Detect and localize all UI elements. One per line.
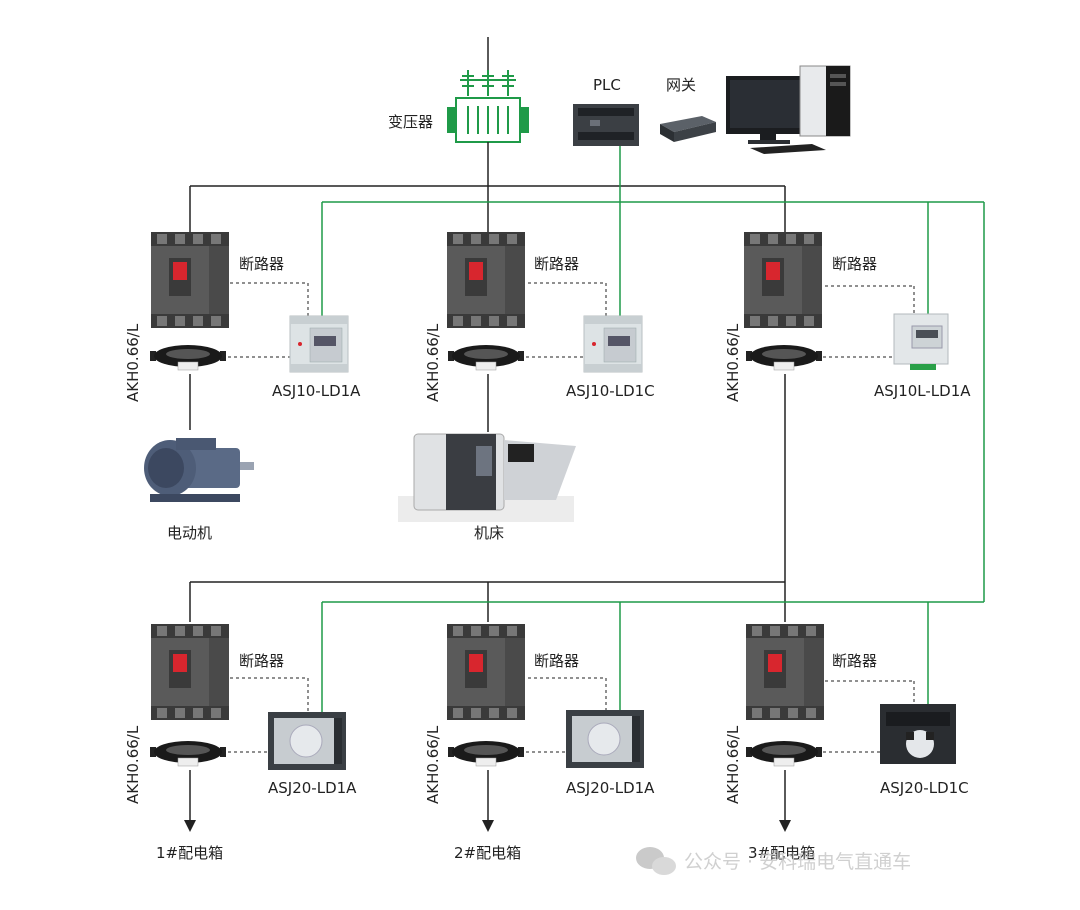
device-lower-1-icon xyxy=(267,711,347,771)
device-lower-3-icon xyxy=(880,704,956,764)
device-label-lower-1: ASJ20-LD1A xyxy=(268,779,357,797)
ct-label-lower-2: AKH0.66/L xyxy=(424,725,442,804)
wechat-icon xyxy=(636,847,676,875)
plc-icon xyxy=(573,104,639,146)
device-lower-2-icon xyxy=(565,709,645,769)
box-label-2: 2#配电箱 xyxy=(454,844,521,862)
box-label-3: 3#配电箱 xyxy=(748,844,815,862)
plc-label: PLC xyxy=(593,76,621,94)
machine-tool-icon xyxy=(398,433,576,522)
device-label-upper-2: ASJ10-LD1C xyxy=(566,382,655,400)
breaker-upper-2 xyxy=(447,232,525,328)
breaker-upper-1 xyxy=(151,232,229,328)
breaker-lower-3 xyxy=(746,624,824,720)
ct-label-upper-1: AKH0.66/L xyxy=(124,323,142,402)
breaker-lower-1 xyxy=(151,624,229,720)
ct-lower-2 xyxy=(447,740,525,767)
ct-upper-3 xyxy=(745,344,823,371)
transformer-label: 变压器 xyxy=(388,113,433,131)
breaker-lower-2 xyxy=(447,624,525,720)
motor-label: 电动机 xyxy=(167,524,212,542)
breaker-label-lower-3: 断路器 xyxy=(832,652,877,670)
machine-tool-label: 机床 xyxy=(474,524,504,542)
breaker-label-upper-1: 断路器 xyxy=(239,255,284,273)
motor-icon xyxy=(144,438,254,502)
device-upper-2-icon xyxy=(583,315,643,373)
output-arrows xyxy=(184,820,791,832)
breaker-label-lower-1: 断路器 xyxy=(239,652,284,670)
breaker-upper-3 xyxy=(744,232,822,328)
comm-bus xyxy=(321,146,985,712)
device-label-upper-1: ASJ10-LD1A xyxy=(272,382,361,400)
ct-label-lower-1: AKH0.66/L xyxy=(124,725,142,804)
ct-label-upper-2: AKH0.66/L xyxy=(424,323,442,402)
watermark-text: 公众号 · 安科瑞电气直通车 xyxy=(684,851,911,873)
transformer-icon xyxy=(447,70,529,143)
ct-label-lower-3: AKH0.66/L xyxy=(724,725,742,804)
device-upper-3-icon xyxy=(893,313,949,370)
device-upper-1-icon xyxy=(289,315,349,373)
ct-label-upper-3: AKH0.66/L xyxy=(724,323,742,402)
device-label-lower-2: ASJ20-LD1A xyxy=(566,779,655,797)
ct-upper-2 xyxy=(447,344,525,371)
device-label-upper-3: ASJ10L-LD1A xyxy=(874,382,971,400)
device-label-lower-3: ASJ20-LD1C xyxy=(880,779,969,797)
computer-icon xyxy=(726,65,851,154)
ct-upper-1 xyxy=(149,344,227,371)
breaker-label-upper-3: 断路器 xyxy=(832,255,877,273)
ct-lower-3 xyxy=(745,740,823,767)
gateway-label: 网关 xyxy=(666,76,696,94)
power-bus-top xyxy=(189,142,786,822)
gateway-icon xyxy=(660,116,716,142)
box-label-1: 1#配电箱 xyxy=(156,844,223,862)
dashed-signal-lines xyxy=(228,282,915,753)
breaker-label-lower-2: 断路器 xyxy=(534,652,579,670)
breaker-label-upper-2: 断路器 xyxy=(534,255,579,273)
ct-lower-1 xyxy=(149,740,227,767)
